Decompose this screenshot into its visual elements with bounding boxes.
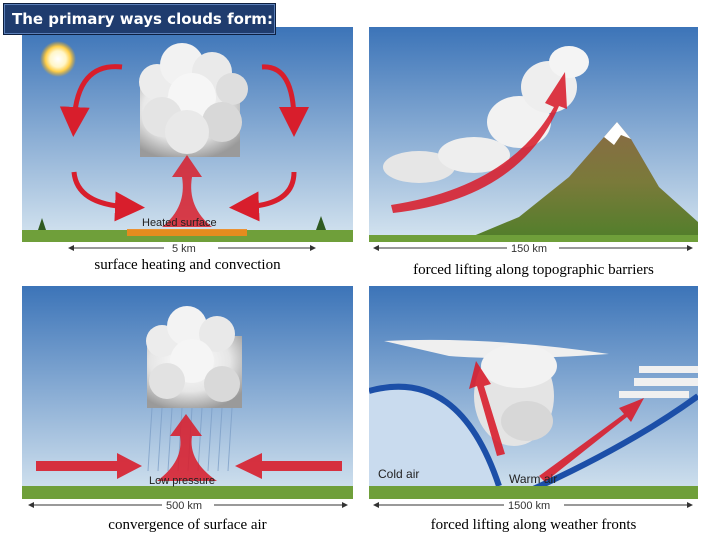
panel-convection: Heated surface [22,27,353,242]
scale-label: 5 km [172,243,196,255]
figure-title: The primary ways clouds form: [3,3,276,35]
scale-label: 1500 km [508,500,550,512]
panel-orographic [369,27,698,242]
caption-fronts: forced lifting along weather fronts [369,517,698,534]
caption-convection: surface heating and convection [22,257,353,274]
sun-icon [40,41,76,77]
scale-bar: 5 km [22,242,353,256]
caption-convergence: convergence of surface air [22,517,353,534]
heated-surface-label: Heated surface [142,217,217,229]
panel-fronts: Cold air Warm air [369,286,698,499]
panel-convergence: Low pressure [22,286,353,499]
scale-bar: 1500 km [369,499,698,513]
scale-label: 500 km [166,500,202,512]
scale-label: 150 km [511,243,547,255]
scale-bar: 500 km [22,499,353,513]
cold-air-label: Cold air [378,467,419,481]
caption-orographic: forced lifting along topographic barrier… [369,262,698,279]
scale-bar: 150 km [369,242,698,256]
low-pressure-label: Low pressure [149,475,215,487]
warm-air-label: Warm air [509,472,557,486]
